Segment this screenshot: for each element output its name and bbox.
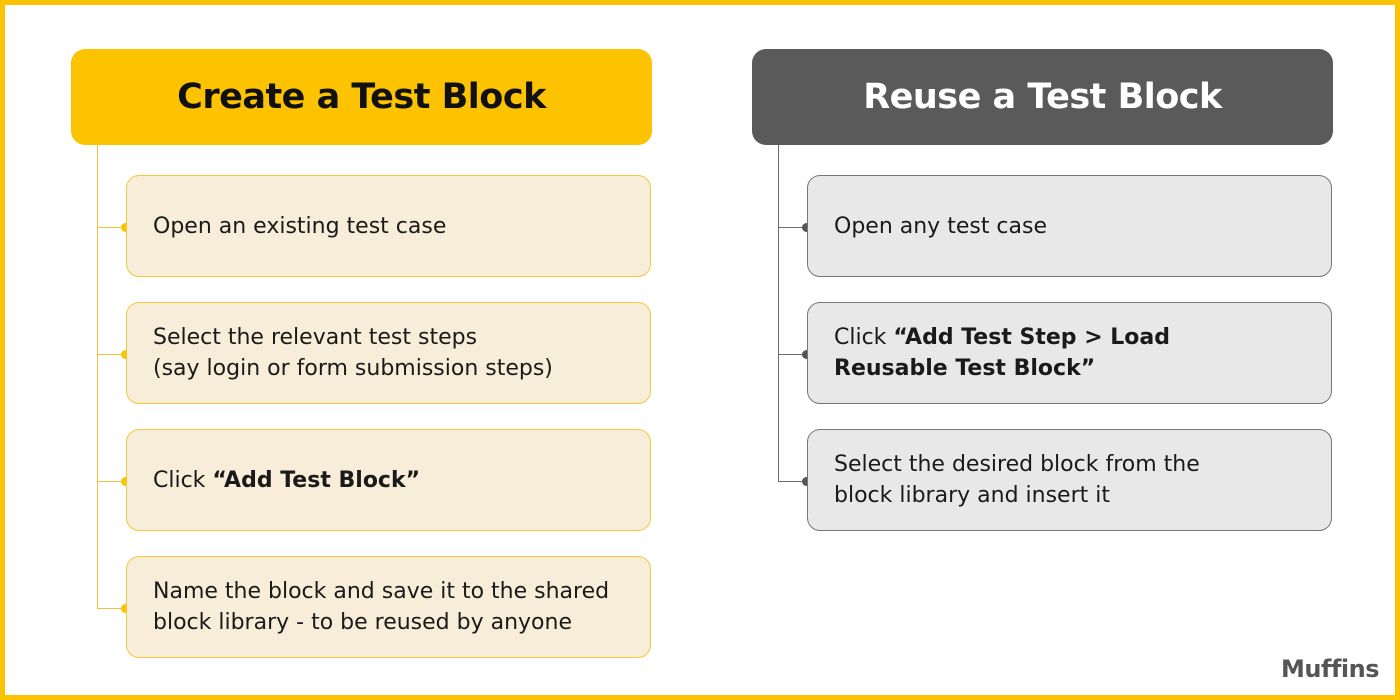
reuse-step-3-line1: Select the desired block from the xyxy=(834,452,1200,477)
left-connector-1 xyxy=(97,227,125,228)
create-step-3-text: Click “Add Test Block” xyxy=(153,465,420,496)
right-connector-1 xyxy=(778,227,806,228)
right-bullet-2 xyxy=(802,350,811,359)
left-connector-2 xyxy=(97,354,125,355)
reuse-step-3-text: Select the desired block from the block … xyxy=(834,449,1200,511)
right-connector-2 xyxy=(778,354,806,355)
create-step-4: Name the block and save it to the shared… xyxy=(126,556,651,658)
reuse-block-title: Reuse a Test Block xyxy=(863,77,1222,117)
create-step-1-text: Open an existing test case xyxy=(153,213,447,239)
left-bullet-1 xyxy=(121,223,130,232)
left-bullet-2 xyxy=(121,350,130,359)
create-step-4-text: Name the block and save it to the shared… xyxy=(153,576,609,638)
create-step-4-line1: Name the block and save it to the shared xyxy=(153,579,610,604)
reuse-step-1-text: Open any test case xyxy=(834,213,1048,239)
right-bullet-1 xyxy=(802,223,811,232)
reuse-step-1: Open any test case xyxy=(807,175,1332,277)
create-step-2: Select the relevant test steps (say logi… xyxy=(126,302,651,404)
reuse-step-2-bold1: “Add Test Step > Load xyxy=(893,325,1171,350)
reuse-step-2-bold2: Reusable Test Block” xyxy=(834,356,1096,381)
create-block-header: Create a Test Block xyxy=(71,49,652,145)
create-step-3-bold: “Add Test Block” xyxy=(212,467,421,493)
create-step-4-line2: block library - to be reused by anyone xyxy=(153,610,572,635)
left-connector-4 xyxy=(97,608,125,609)
muffins-logo: Muffins xyxy=(1281,655,1379,683)
reuse-block-header: Reuse a Test Block xyxy=(752,49,1333,145)
right-bullet-3 xyxy=(802,477,811,486)
create-step-2-line1: Select the relevant test steps xyxy=(153,325,478,350)
create-step-2-line2: (say login or form submission steps) xyxy=(153,356,553,381)
create-step-1: Open an existing test case xyxy=(126,175,651,277)
reuse-step-3-line2: block library and insert it xyxy=(834,483,1110,508)
create-step-3-prefix: Click xyxy=(153,467,213,493)
create-block-title: Create a Test Block xyxy=(177,77,546,117)
right-connector-3 xyxy=(778,481,806,482)
right-connector-line xyxy=(778,145,779,481)
left-connector-line xyxy=(97,145,98,608)
create-step-3: Click “Add Test Block” xyxy=(126,429,651,531)
left-bullet-4 xyxy=(121,604,130,613)
reuse-step-3: Select the desired block from the block … xyxy=(807,429,1332,531)
create-step-2-text: Select the relevant test steps (say logi… xyxy=(153,322,553,384)
reuse-step-2-prefix: Click xyxy=(834,325,894,350)
left-bullet-3 xyxy=(121,477,130,486)
left-connector-3 xyxy=(97,481,125,482)
reuse-step-2-text: Click “Add Test Step > Load Reusable Tes… xyxy=(834,322,1170,384)
reuse-step-2: Click “Add Test Step > Load Reusable Tes… xyxy=(807,302,1332,404)
